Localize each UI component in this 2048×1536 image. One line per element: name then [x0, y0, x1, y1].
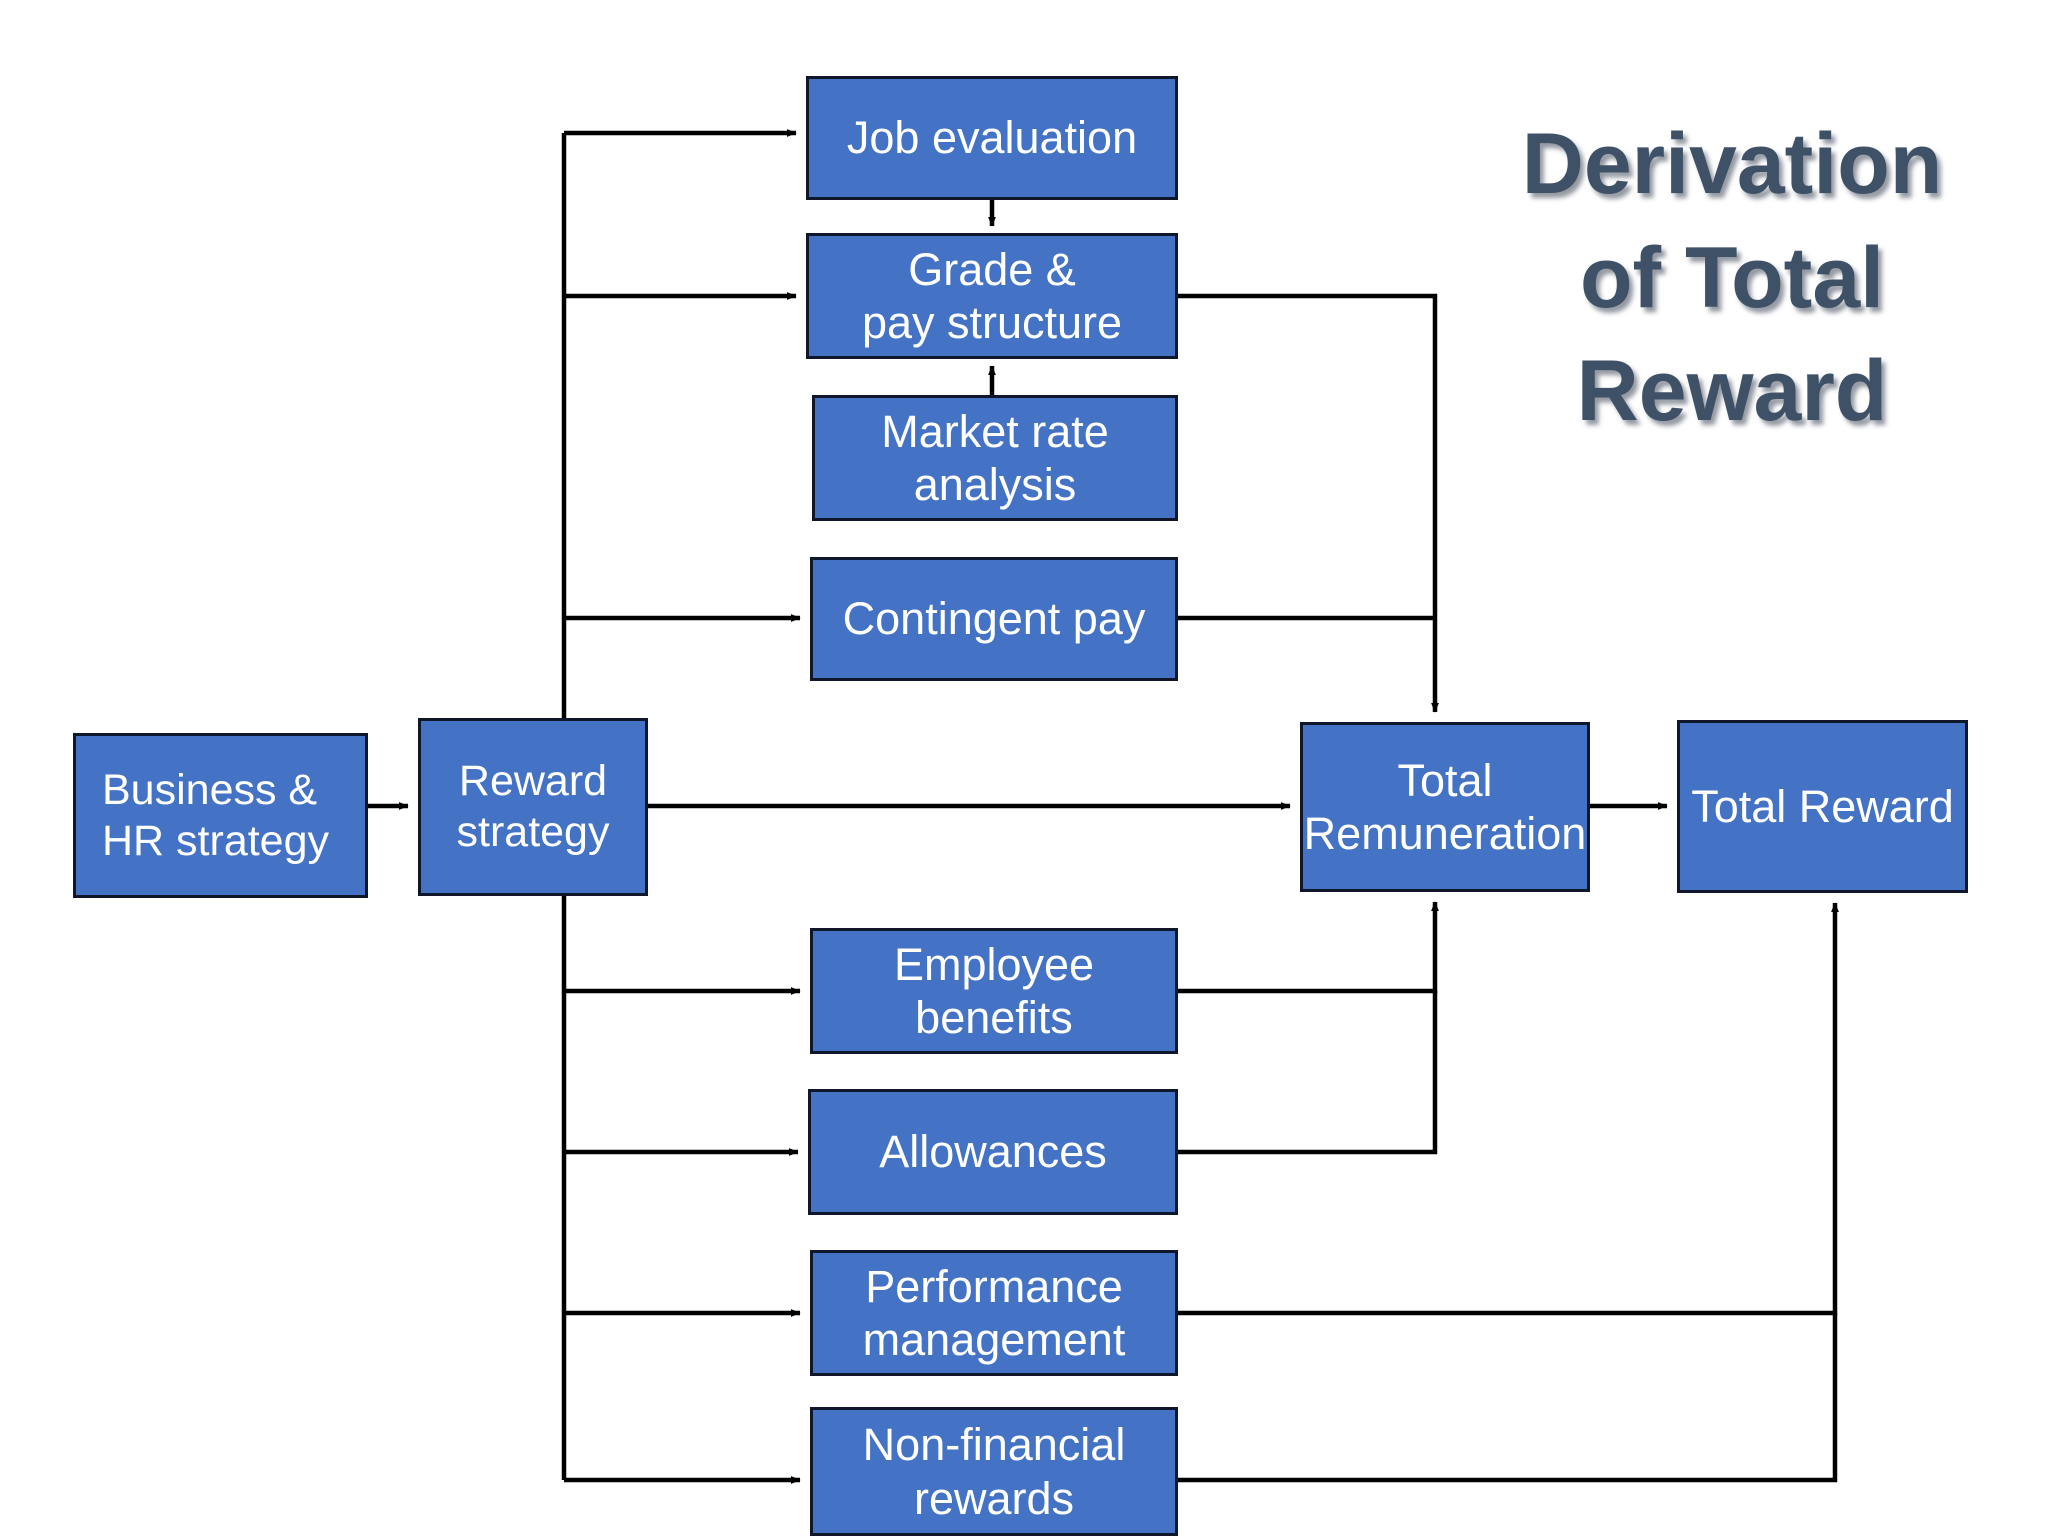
- node-market-rate-analysis[interactable]: Market rate analysis: [812, 395, 1178, 521]
- node-performance-management[interactable]: Performance management: [810, 1250, 1178, 1376]
- node-non-financial-rewards[interactable]: Non-financial rewards: [810, 1407, 1178, 1536]
- page-title: Derivation of Total Reward: [1521, 116, 1943, 440]
- node-business-hr-strategy[interactable]: Business & HR strategy: [73, 733, 368, 898]
- connector-non-financial-rewards-to-total-reward: [1178, 1313, 1838, 1483]
- node-total-remuneration[interactable]: Total Remuneration: [1300, 722, 1590, 892]
- connector-allowances-to-total-remuneration: [1178, 991, 1438, 1155]
- node-reward-strategy[interactable]: Reward strategy: [418, 718, 648, 896]
- node-employee-benefits[interactable]: Employee benefits: [810, 928, 1178, 1054]
- node-contingent-pay[interactable]: Contingent pay: [810, 557, 1178, 681]
- node-job-evaluation[interactable]: Job evaluation: [806, 76, 1178, 200]
- node-total-reward[interactable]: Total Reward: [1677, 720, 1968, 893]
- node-grade-pay-structure[interactable]: Grade & pay structure: [806, 233, 1178, 359]
- node-allowances[interactable]: Allowances: [808, 1089, 1178, 1215]
- connector-grade-pay-to-total-remuneration: [1178, 293, 1439, 713]
- connector-employee-benefits-to-total-remuneration: [1178, 901, 1439, 994]
- connector-performance-management-to-total-reward: [1178, 902, 1839, 1316]
